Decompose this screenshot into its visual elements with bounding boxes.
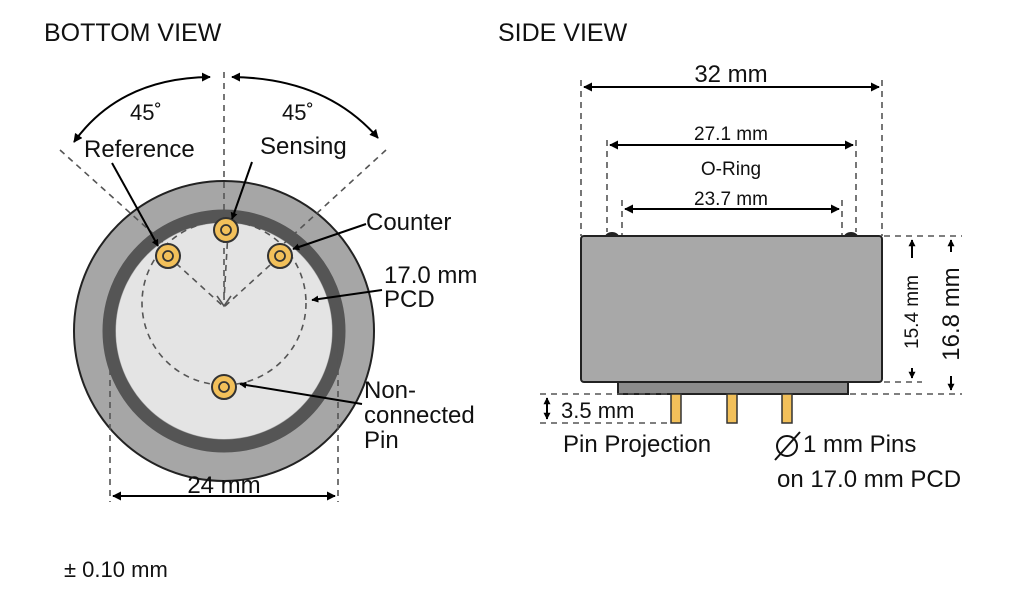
side-pin-1 [670,393,682,424]
angle-arc-left [73,72,211,143]
dim-16-8-mask [938,252,964,376]
label-reference: Reference [84,136,195,163]
tolerance-note: ± 0.10 mm [64,557,168,582]
pin-reference [155,243,181,269]
label-nc-line3: Pin [364,427,399,454]
leader-sensing [230,161,253,220]
label-height-total: 16.8 mm [938,267,965,360]
label-pins-line2: on 17.0 mm PCD [777,466,961,493]
angle-label-right: 45˚ [282,100,314,125]
label-oring: O-Ring [701,159,761,180]
label-oring-inner: 23.7 mm [694,189,768,210]
label-nc-line1: Non- [364,377,416,404]
sensor-face [116,223,332,439]
side-pin-2 [726,393,738,424]
label-height-body: 15.4 mm [902,275,923,349]
dim-15-4-mask [901,258,923,368]
label-width-outer: 32 mm [694,61,767,88]
sensing-to-center [223,231,229,301]
angle-label-left: 45˚ [130,100,162,125]
pin-counter [267,243,293,269]
label-nc-line2: connected [364,402,475,429]
side-pin-3 [781,393,793,424]
leader-nc [239,381,363,405]
side-view: SIDE VIEW 32 mm 27.1 mm O-Ring 23.7 mm [498,19,965,493]
label-pin-projection: Pin Projection [563,431,711,458]
leader-counter [292,223,367,251]
angle-line-right [279,149,387,248]
label-pcd: PCD [384,286,435,313]
center-arrowhead [216,295,232,308]
label-diameter: 24 mm [187,472,260,499]
bottom-view: BOTTOM VIEW [44,19,477,502]
label-sensing: Sensing [260,133,347,160]
base-plate [617,381,849,395]
bottom-view-title: BOTTOM VIEW [44,19,222,47]
diameter-icon [774,431,801,461]
side-view-title: SIDE VIEW [498,19,628,47]
label-pcd-value: 17.0 mm [384,262,477,289]
leader-pcd [311,289,383,303]
label-oring-outer: 27.1 mm [694,124,768,145]
pin-sensing [213,217,239,243]
leader-reference [111,162,159,247]
label-pin-projection-value: 3.5 mm [561,398,634,423]
angle-line-left [59,149,169,248]
label-counter: Counter [366,209,451,236]
side-body [580,235,883,383]
pin-angle-v [167,255,281,309]
pin-non-connected [211,374,237,400]
label-pins-line1: 1 mm Pins [803,431,916,458]
angle-arc-right [231,72,379,139]
